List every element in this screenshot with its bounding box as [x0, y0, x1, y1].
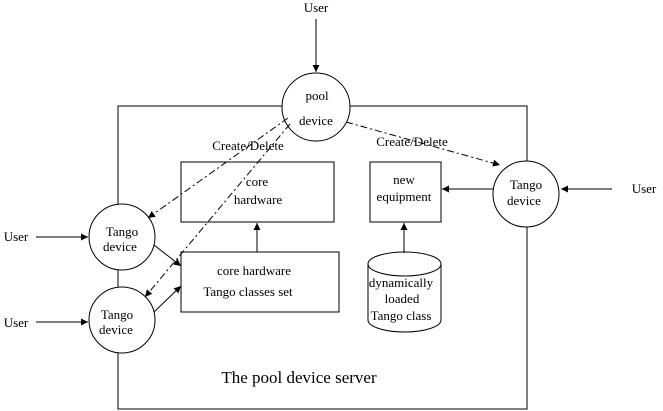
create-delete-label-right: Create/Delete [376, 134, 448, 149]
pool-device-label-2: device [299, 113, 333, 128]
core-classes-box [180, 251, 340, 313]
dynamic-class-label-2: loaded [385, 291, 420, 306]
create-delete-arrow-3 [345, 121, 501, 167]
user-label-right: User [632, 181, 657, 196]
dynamic-class-label-1: dynamically [369, 275, 434, 290]
user-label-top: User [304, 0, 329, 15]
user-label-left-2: User [4, 315, 29, 330]
server-caption: The pool device server [221, 368, 377, 387]
tango-device-3-label-1: Tango [510, 177, 542, 192]
pool-device-node [281, 72, 351, 142]
tango-device-node-1 [88, 203, 156, 271]
dynamic-class-cylinder [367, 251, 442, 333]
new-equipment-label-1: new [393, 172, 415, 187]
tango-2-to-classes-arrow [153, 285, 182, 313]
dynamic-class-label-3: Tango class [371, 308, 432, 323]
core-hardware-box [180, 161, 335, 223]
core-classes-label-2: Tango classes set [203, 284, 293, 299]
create-delete-label-left: Create/Delete [212, 138, 284, 153]
tango-device-3-label-2: device [507, 193, 541, 208]
tango-device-1-label-1: Tango [106, 224, 138, 239]
tango-device-node-2 [88, 286, 156, 354]
new-equipment-box [369, 161, 442, 223]
core-hardware-label-2: hardware [234, 192, 283, 207]
user-label-left-1: User [4, 229, 29, 244]
new-equipment-label-2: equipment [377, 189, 432, 204]
tango-device-2-label-1: Tango [101, 307, 133, 322]
tango-device-2-label-2: device [99, 322, 133, 337]
tango-device-node-3 [492, 160, 560, 228]
tango-1-to-classes-arrow [153, 244, 182, 267]
tango-device-1-label-2: device [103, 239, 137, 254]
pool-device-label-1: pool [305, 88, 329, 103]
core-hardware-label-1: core [246, 174, 269, 189]
create-delete-arrow-1 [147, 117, 289, 219]
core-classes-label-1: core hardware [217, 263, 291, 278]
